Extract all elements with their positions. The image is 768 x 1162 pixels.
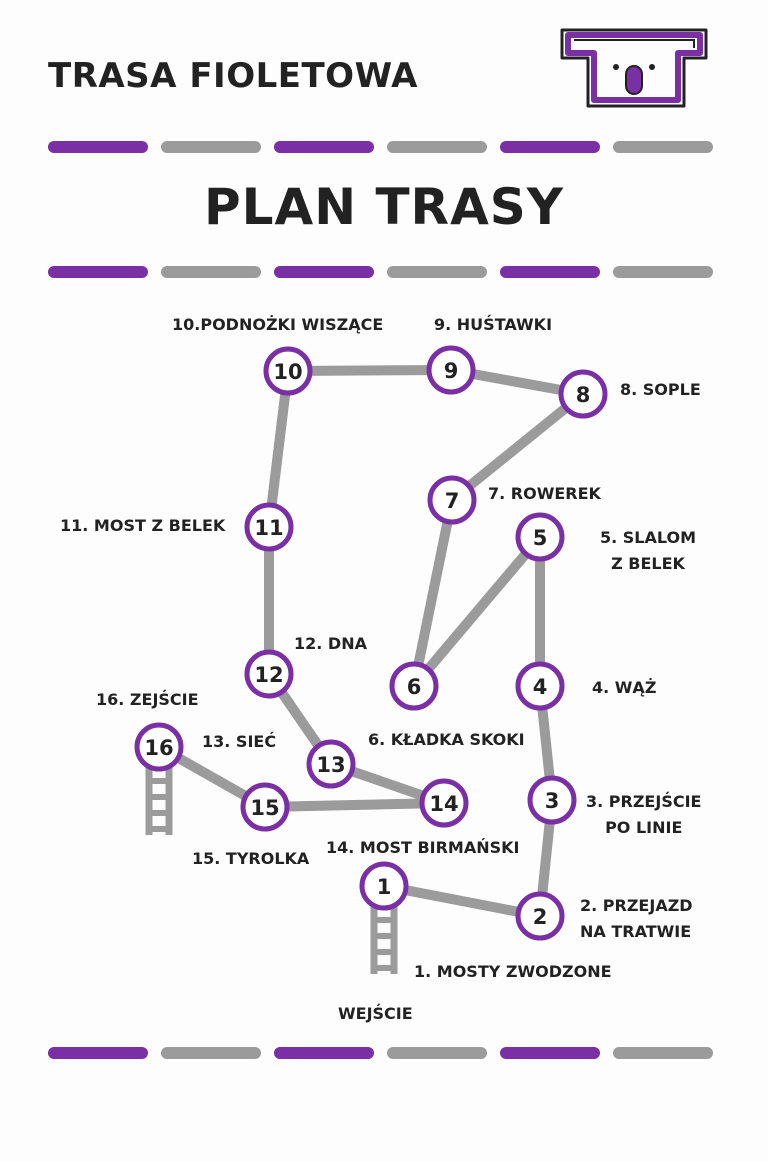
divider-dash bbox=[274, 266, 374, 278]
entrance-ladder bbox=[370, 906, 398, 974]
connector-7-8 bbox=[448, 390, 587, 504]
station-16 bbox=[134, 722, 184, 772]
station-label-10: 10.PODNOŻKI WISZĄCE bbox=[172, 315, 384, 334]
divider-dash bbox=[48, 1047, 148, 1059]
divider-dash bbox=[500, 1047, 600, 1059]
station-9 bbox=[426, 345, 476, 395]
station-number-2: 2 bbox=[533, 905, 548, 929]
connector-6-7 bbox=[409, 498, 457, 688]
divider-dash bbox=[48, 141, 148, 153]
station-number-10: 10 bbox=[273, 360, 302, 384]
divider-dash bbox=[387, 266, 487, 278]
divider-dash bbox=[613, 141, 713, 153]
station-label-12: 12. DNA bbox=[294, 634, 367, 653]
station-15 bbox=[240, 782, 290, 832]
divider-top bbox=[48, 141, 714, 153]
station-number-1: 1 bbox=[377, 875, 392, 899]
station-label-15: 15. TYROLKA bbox=[192, 849, 310, 868]
station-number-13: 13 bbox=[316, 753, 345, 777]
station-number-7: 7 bbox=[445, 489, 460, 513]
route-title: TRASA FIOLETOWA bbox=[48, 56, 418, 96]
station-label-9: 9. HUŚTAWKI bbox=[434, 315, 553, 334]
divider-dash bbox=[613, 1047, 713, 1059]
station-number-14: 14 bbox=[429, 792, 458, 816]
station-number-11: 11 bbox=[254, 516, 283, 540]
station-label-8: 8. SOPLE bbox=[620, 380, 701, 399]
connector-5-6 bbox=[410, 533, 544, 690]
station-1 bbox=[359, 861, 409, 911]
divider-dash bbox=[274, 141, 374, 153]
divider-dash bbox=[161, 141, 261, 153]
station-8 bbox=[558, 369, 608, 419]
station-11 bbox=[244, 502, 294, 552]
connector-9-10 bbox=[287, 365, 452, 376]
station-label-5: 5. SLALOM Z BELEK bbox=[600, 528, 697, 573]
station-label-1: 1. MOSTY ZWODZONE bbox=[414, 962, 612, 981]
station-number-6: 6 bbox=[407, 675, 422, 699]
divider-dash bbox=[613, 266, 713, 278]
station-number-5: 5 bbox=[533, 526, 548, 550]
station-number-3: 3 bbox=[545, 789, 560, 813]
connector-14-15 bbox=[264, 798, 445, 812]
station-4 bbox=[515, 661, 565, 711]
exit-ladder bbox=[145, 767, 173, 835]
station-number-15: 15 bbox=[250, 796, 279, 820]
divider-dash bbox=[161, 266, 261, 278]
station-2 bbox=[515, 891, 565, 941]
station-label-13: 13. SIEĆ bbox=[202, 732, 277, 751]
divider-bottom bbox=[48, 1047, 714, 1059]
station-label-11: 11. MOST Z BELEK bbox=[60, 516, 226, 535]
station-label-2: 2. PRZEJAZD NA TRATWIE bbox=[580, 896, 693, 941]
station-label-7: 7. ROWEREK bbox=[488, 484, 601, 503]
divider-dash bbox=[387, 1047, 487, 1059]
station-6 bbox=[389, 661, 439, 711]
divider-dash bbox=[274, 1047, 374, 1059]
station-13 bbox=[306, 739, 356, 789]
divider-dash bbox=[500, 141, 600, 153]
station-label-16: 16. ZEJŚCIE bbox=[96, 690, 199, 709]
station-3 bbox=[527, 775, 577, 825]
station-label-14: 14. MOST BIRMAŃSKI bbox=[326, 838, 520, 857]
station-label-6: 6. KŁADKA SKOKI bbox=[368, 730, 525, 749]
divider-middle bbox=[48, 266, 714, 278]
connector-10-11 bbox=[264, 370, 293, 528]
connector-1-2 bbox=[383, 881, 541, 921]
station-number-4: 4 bbox=[533, 675, 548, 699]
station-10 bbox=[263, 346, 313, 396]
station-5 bbox=[515, 512, 565, 562]
koala-icon bbox=[560, 28, 708, 108]
divider-dash bbox=[387, 141, 487, 153]
plan-title: PLAN TRASY bbox=[204, 178, 564, 236]
station-number-8: 8 bbox=[576, 383, 591, 407]
entrance-label: WEJŚCIE bbox=[338, 1004, 413, 1023]
divider-dash bbox=[48, 266, 148, 278]
station-label-3: 3. PRZEJŚCIE PO LINIE bbox=[586, 792, 702, 837]
station-12 bbox=[244, 649, 294, 699]
station-7 bbox=[427, 475, 477, 525]
station-14 bbox=[419, 778, 469, 828]
station-number-16: 16 bbox=[144, 736, 173, 760]
station-number-12: 12 bbox=[254, 663, 283, 687]
station-number-9: 9 bbox=[444, 359, 459, 383]
divider-dash bbox=[500, 266, 600, 278]
station-label-4: 4. WĄŻ bbox=[592, 678, 657, 697]
divider-dash bbox=[161, 1047, 261, 1059]
